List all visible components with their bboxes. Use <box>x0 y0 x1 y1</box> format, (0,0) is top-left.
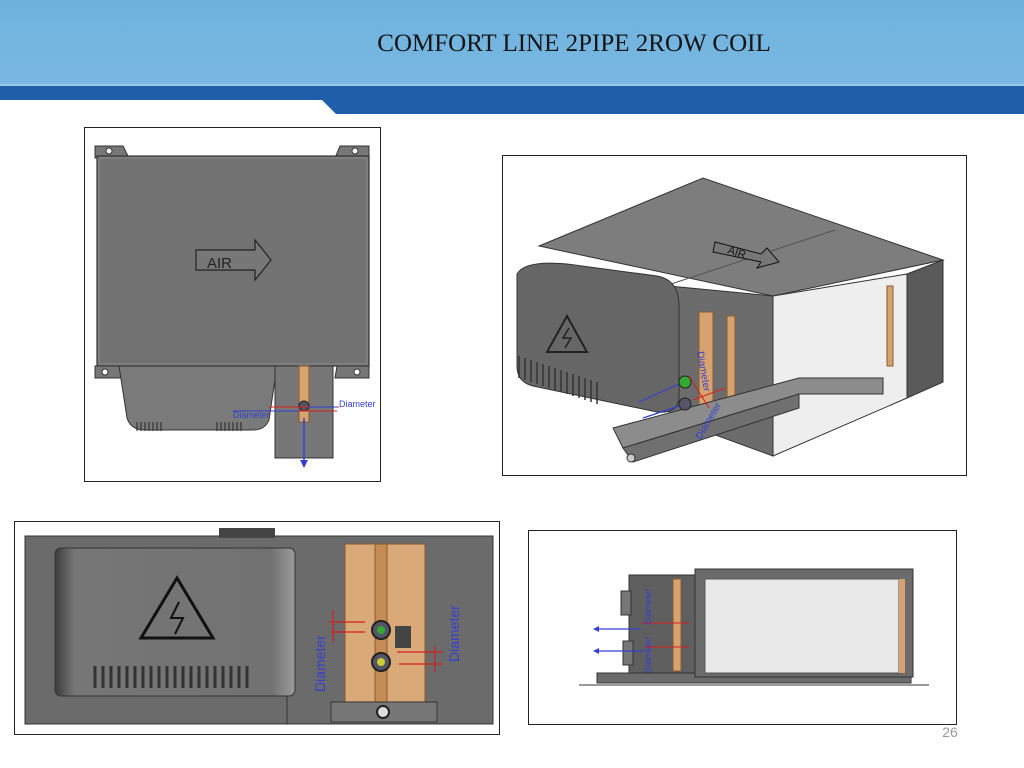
top-diameter-left: Diameter <box>233 410 270 420</box>
top-view-panel: AIR Diameter Diameter <box>84 127 381 482</box>
header-bar <box>0 0 1024 86</box>
front-view-panel: Diameter Diameter <box>14 521 500 735</box>
side-view-panel: Diameter Diameter <box>528 530 957 725</box>
front-view-drawing: Diameter Diameter <box>24 528 494 725</box>
slide-title: COMFORT LINE 2PIPE 2ROW COIL <box>377 30 771 57</box>
front-diameter-left: Diameter <box>312 635 328 692</box>
top-vent-grille <box>136 422 242 431</box>
side-view-drawing: Diameter Diameter <box>579 568 929 686</box>
top-air-label: AIR <box>207 255 232 272</box>
iso-vent-grille <box>518 356 598 404</box>
top-diameter-right: Diameter <box>339 399 376 409</box>
air-arrow-icon <box>195 238 272 282</box>
iso-warning-icon <box>545 313 589 353</box>
iso-air-label: AIR <box>726 244 747 261</box>
top-view-drawing: AIR Diameter Diameter <box>94 145 376 468</box>
page-number: 26 <box>942 724 958 740</box>
iso-air-arrow-icon <box>712 241 780 269</box>
iso-view-panel: AIR Diameter Diameter <box>502 155 967 476</box>
header-band <box>0 84 1024 114</box>
iso-view-drawing: AIR Diameter Diameter <box>516 177 945 463</box>
front-warning-icon <box>138 575 216 640</box>
side-diameter-1: Diameter <box>643 588 653 625</box>
side-diameter-2: Diameter <box>643 636 653 673</box>
front-vent-grille <box>93 666 249 688</box>
front-diameter-right: Diameter <box>446 605 462 662</box>
